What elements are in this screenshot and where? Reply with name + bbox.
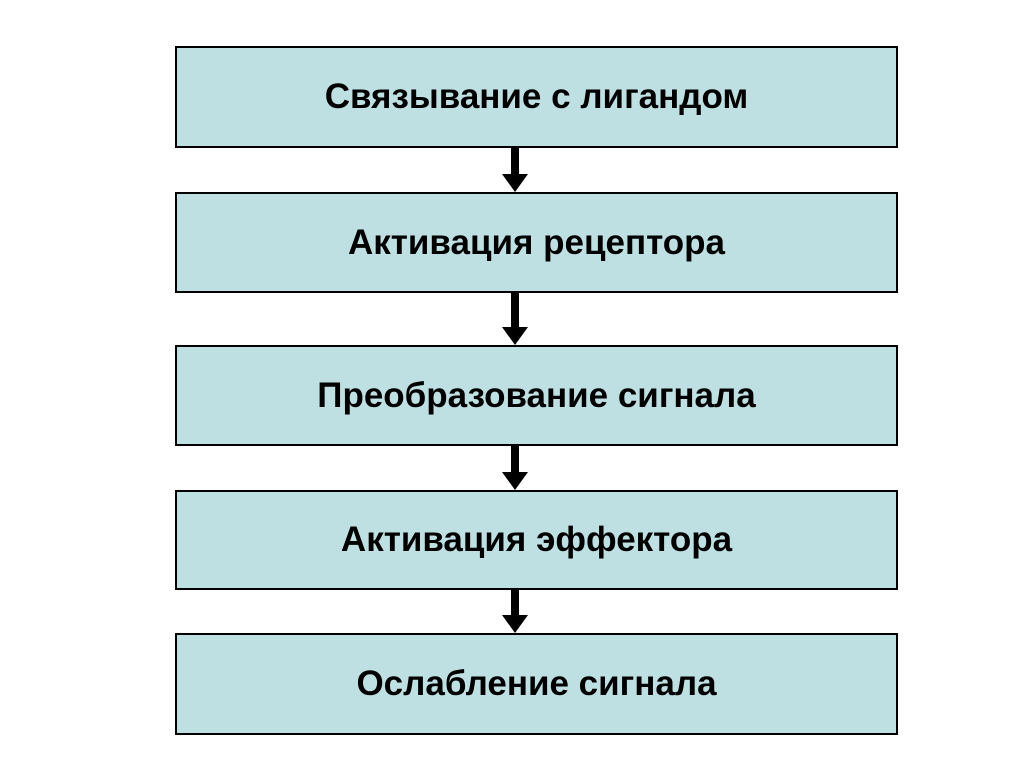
arrow-down-icon: [501, 293, 529, 345]
arrow-head: [502, 174, 528, 192]
arrow-stem: [511, 293, 519, 327]
flow-step-receptor-activation: Активация рецептора: [175, 192, 898, 293]
arrow-stem: [511, 148, 519, 174]
flow-step-ligand-binding: Связывание с лигандом: [175, 46, 898, 148]
flow-step-label: Преобразование сигнала: [317, 375, 756, 415]
arrow-stem: [511, 446, 519, 472]
arrow-head: [502, 472, 528, 490]
arrow-stem: [511, 590, 519, 615]
arrow-down-icon: [501, 148, 529, 192]
flow-step-label: Активация эффектора: [340, 520, 733, 559]
flow-step-label: Ослабление сигнала: [356, 664, 717, 703]
arrow-down-icon: [501, 590, 529, 633]
arrow-head: [502, 327, 528, 345]
flow-step-label: Активация рецептора: [347, 222, 726, 262]
flow-step-label: Связывание с лигандом: [324, 77, 749, 116]
flow-step-effector-activation: Активация эффектора: [175, 490, 898, 590]
arrow-head: [502, 615, 528, 633]
flow-step-signal-attenuation: Ослабление сигнала: [175, 633, 898, 735]
arrow-down-icon: [501, 446, 529, 490]
flow-step-signal-transduction: Преобразование сигнала: [175, 345, 898, 446]
